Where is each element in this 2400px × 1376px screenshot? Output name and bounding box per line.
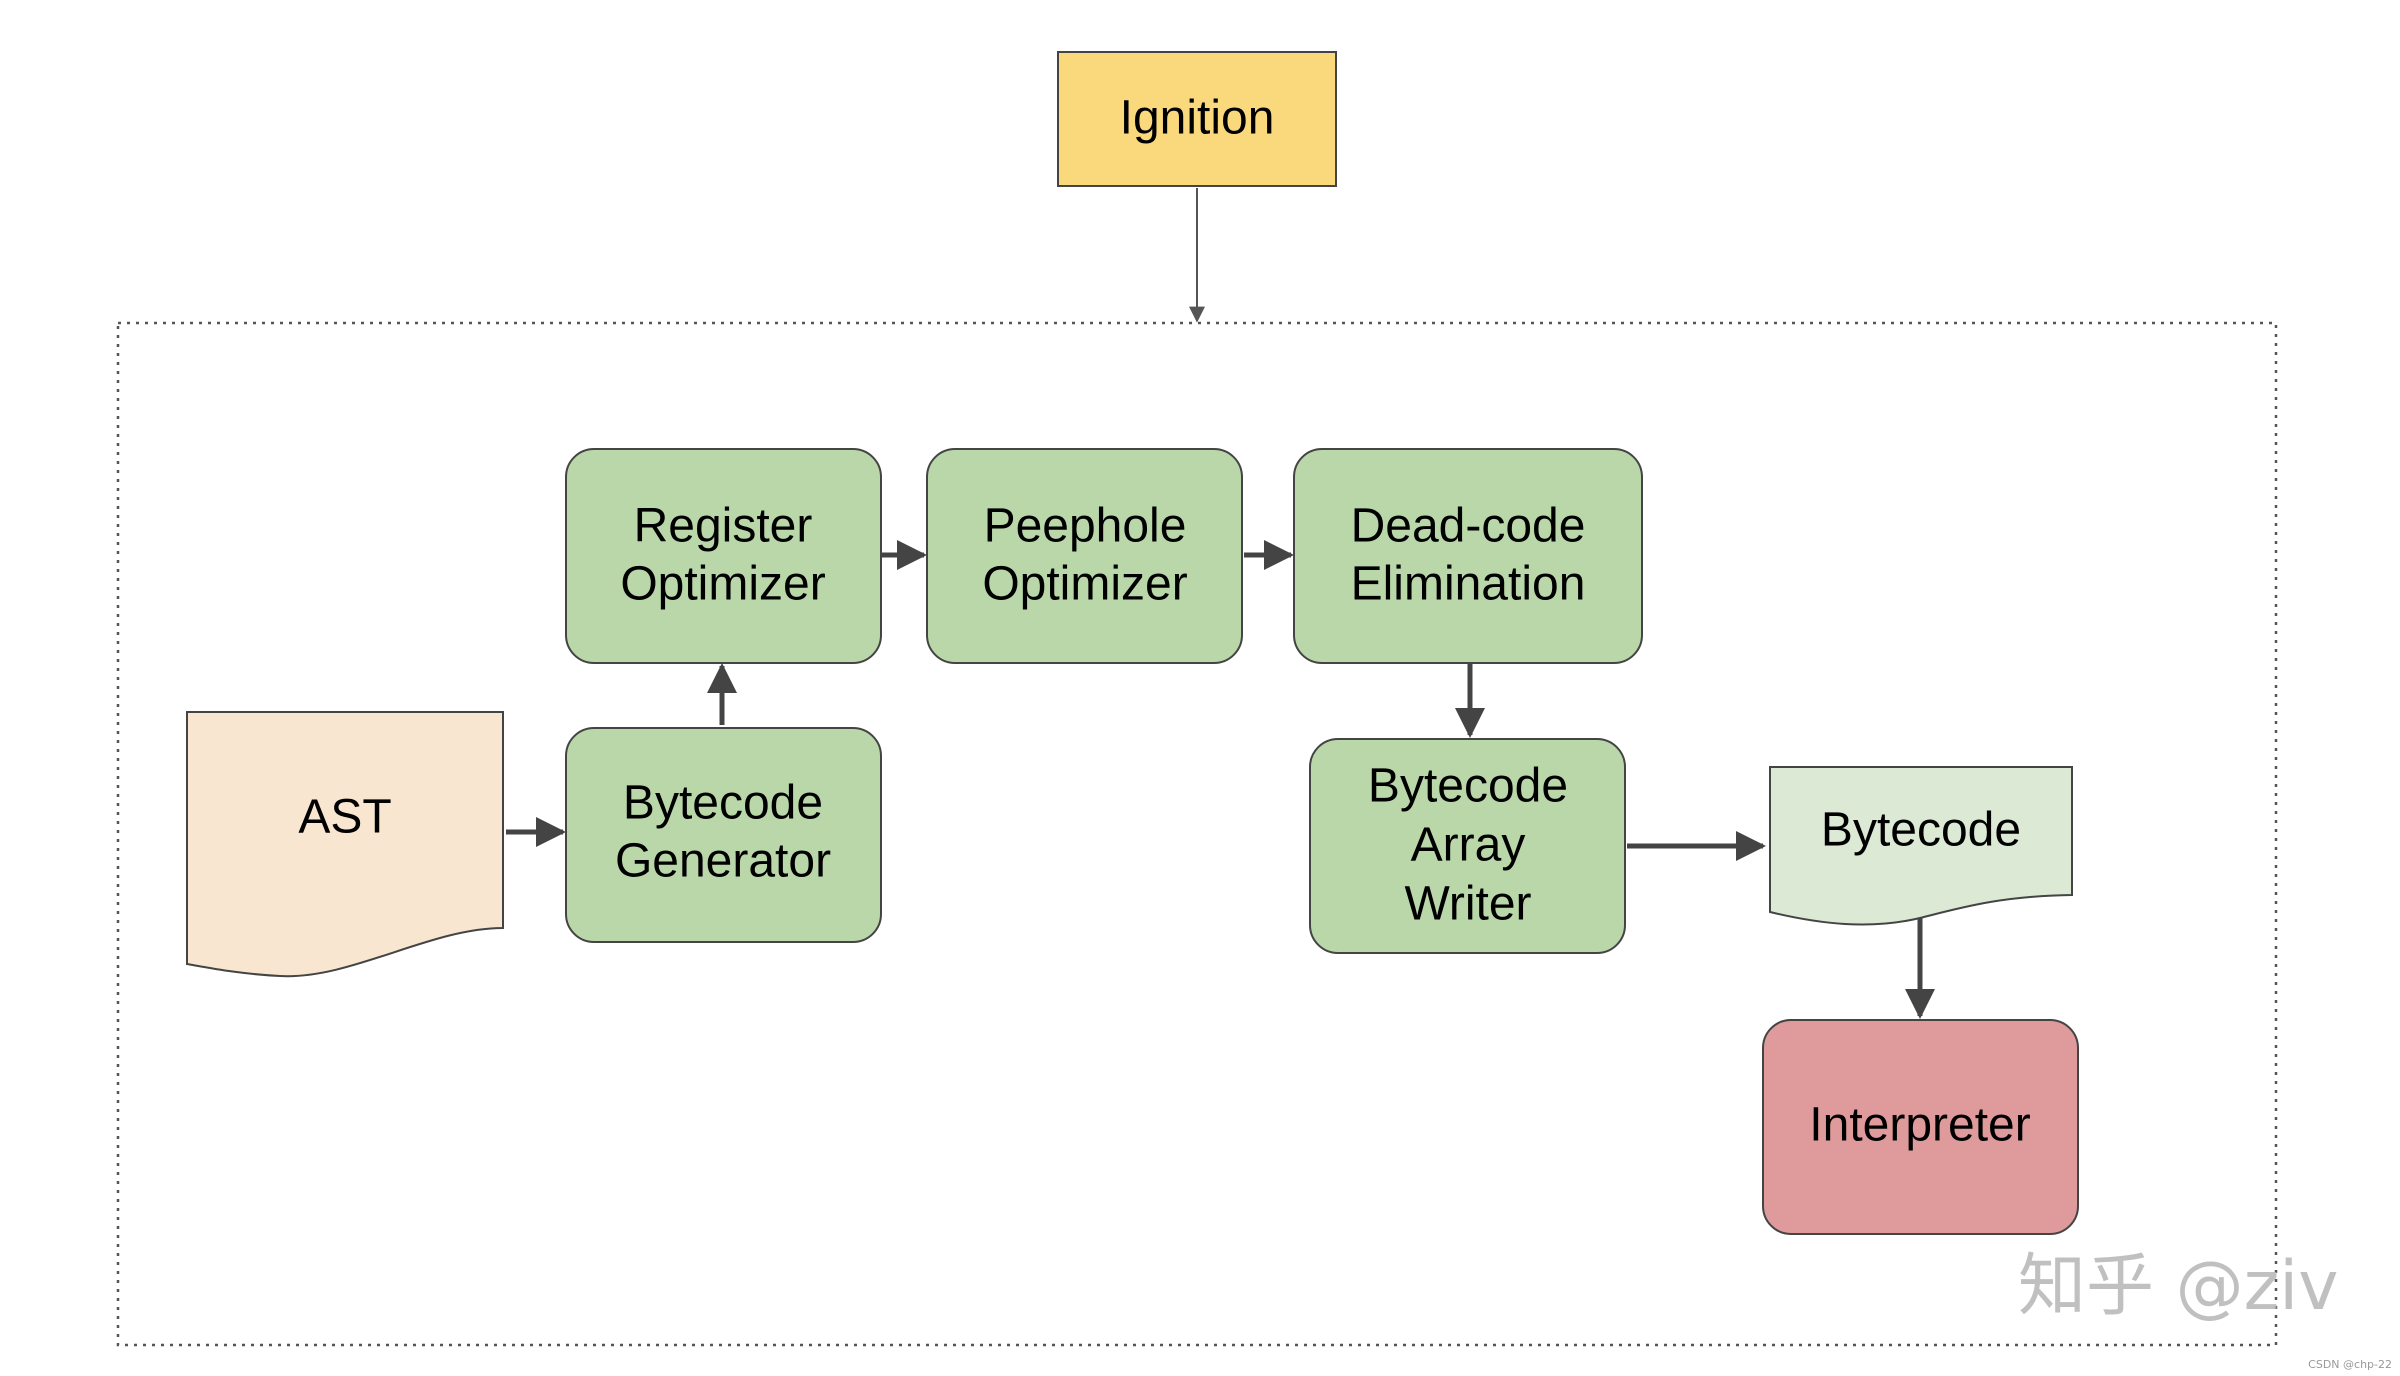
edges <box>506 188 1935 1019</box>
bytecode-label: Bytecode <box>1821 804 2021 857</box>
peephole-optimizer-label-line2: Optimizer <box>982 558 1187 611</box>
register-optimizer-label-line1: Register <box>634 500 813 553</box>
bytecode-node: Bytecode <box>1769 766 2073 926</box>
watermark-text: 知乎 @ziv <box>2018 1247 2338 1326</box>
dead-code-elimination-node: Dead-code Elimination <box>1293 448 1643 664</box>
bytecode-generator-node: Bytecode Generator <box>565 727 882 943</box>
register-optimizer-label-line2: Optimizer <box>620 558 825 611</box>
credit-text: CSDN @chp-22 <box>2308 1358 2392 1371</box>
pipeline-container <box>116 321 2278 1347</box>
bytecode-array-writer-label-line3: Writer <box>1404 878 1531 931</box>
interpreter-node: Interpreter <box>1762 1019 2079 1235</box>
bytecode-generator-label-line2: Generator <box>615 835 831 888</box>
interpreter-label: Interpreter <box>1809 1099 2030 1152</box>
peephole-optimizer-node: Peephole Optimizer <box>926 448 1243 664</box>
bytecode-array-writer-label-line2: Array <box>1411 819 1526 872</box>
register-optimizer-node: Register Optimizer <box>565 448 882 664</box>
bytecode-generator-label-line1: Bytecode <box>623 777 823 830</box>
dead-code-elimination-label-line2: Elimination <box>1351 558 1586 611</box>
ast-label: AST <box>298 791 391 844</box>
bytecode-array-writer-label-line1: Bytecode <box>1368 760 1568 813</box>
bytecode-array-writer-node: Bytecode Array Writer <box>1309 738 1626 954</box>
peephole-optimizer-label-line1: Peephole <box>984 500 1187 553</box>
ast-node: AST <box>186 711 504 978</box>
ignition-label: Ignition <box>1120 92 1275 145</box>
ignition-node: Ignition <box>1057 51 1337 187</box>
dead-code-elimination-label-line1: Dead-code <box>1351 500 1586 553</box>
